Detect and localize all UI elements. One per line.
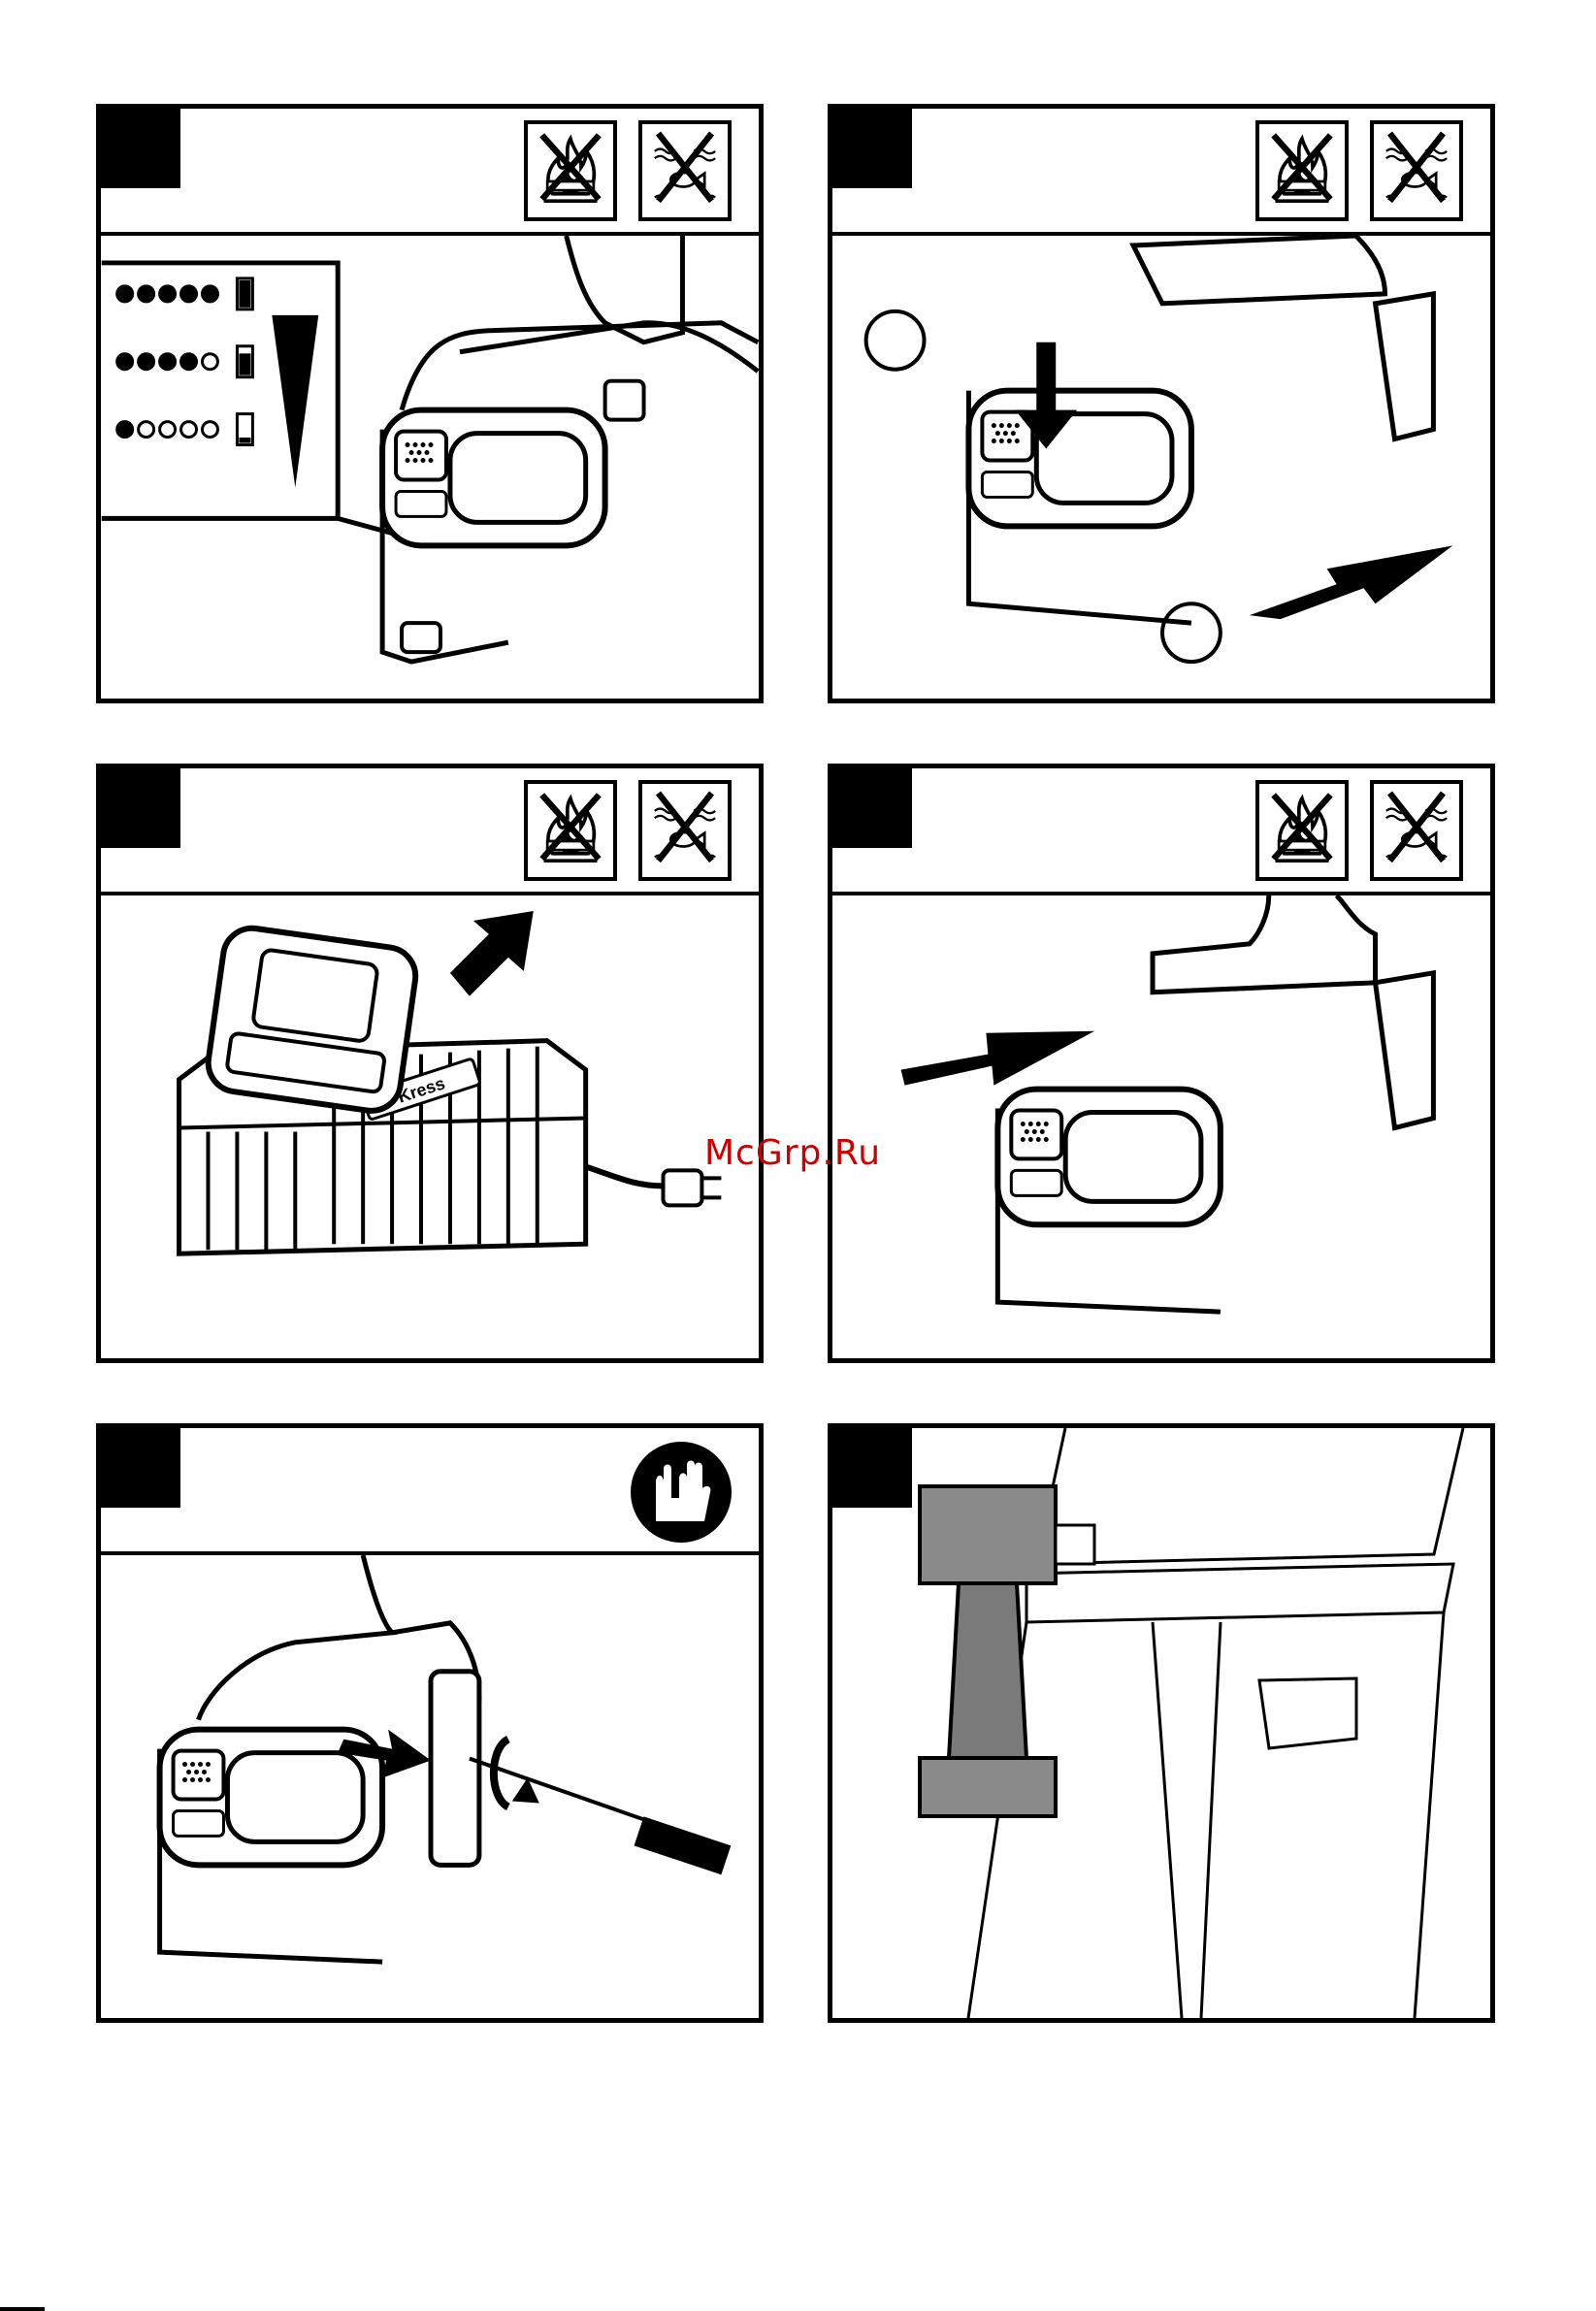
led-indicator	[139, 286, 154, 302]
led-indicator	[139, 354, 154, 370]
led-indicator	[181, 286, 197, 302]
step-number-tab	[101, 109, 180, 188]
no-fire-icon	[524, 780, 617, 881]
step-number-tab	[832, 768, 912, 848]
wear-gloves-icon	[629, 1440, 733, 1545]
led-indicator	[160, 422, 176, 438]
led-indicator	[117, 286, 133, 302]
led-indicator	[202, 354, 217, 370]
panel-header	[101, 109, 759, 236]
screwdriver-icon	[635, 1816, 732, 1874]
panel-charge-battery: Kress	[96, 764, 764, 1363]
belt-clip-illustration	[101, 1555, 759, 2018]
battery-gauge-fill	[239, 438, 250, 443]
drill-battery	[920, 1486, 1056, 1583]
led-level-rows	[117, 278, 253, 445]
battery-gauge-fill	[239, 353, 250, 374]
led-indicator	[181, 422, 197, 438]
no-fire-icon	[524, 120, 617, 221]
no-water-disposal-icon	[1370, 780, 1463, 881]
panel-insert-battery	[828, 764, 1495, 1363]
charger-illustration: Kress	[101, 895, 759, 1358]
led-indicator	[160, 354, 176, 370]
watermark: McGrp.Ru	[704, 1133, 881, 1173]
no-water-disposal-icon	[1370, 120, 1463, 221]
panel-header	[832, 768, 1490, 895]
slide-in-arrow-icon	[901, 1031, 1095, 1086]
charge-level-wedge	[272, 315, 318, 488]
insert-battery-illustration	[832, 895, 1490, 1358]
drill-head	[920, 1758, 1056, 1816]
plug-icon	[663, 1170, 701, 1205]
drill-handle	[949, 1583, 1026, 1758]
no-water-disposal-icon	[638, 120, 732, 221]
led-indicator	[117, 354, 133, 370]
led-indicator	[181, 354, 197, 370]
person-with-tool-illustration	[832, 1428, 1490, 2018]
panel-belt-clip-worn	[828, 1423, 1495, 2023]
warning-symbols	[524, 780, 732, 881]
panel-attach-belt-clip	[96, 1423, 764, 2023]
battery-level-illustration	[101, 236, 759, 699]
led-indicator	[160, 286, 176, 302]
panel-remove-battery	[828, 104, 1495, 703]
no-water-disposal-icon	[638, 780, 732, 881]
led-indicator	[202, 286, 217, 302]
panel-header	[101, 1428, 759, 1555]
no-fire-icon	[1255, 120, 1349, 221]
warning-symbols	[1255, 120, 1463, 221]
step-marker-1	[866, 311, 925, 370]
led-indicator	[117, 422, 133, 438]
step-number-tab	[101, 1428, 180, 1508]
step-number-tab	[832, 109, 912, 188]
warning-symbols	[1255, 780, 1463, 881]
led-indicator	[139, 422, 154, 438]
step-marker-2	[1162, 603, 1221, 662]
no-fire-icon	[1255, 780, 1349, 881]
insert-arrow-icon	[450, 911, 534, 996]
remove-battery-illustration	[832, 236, 1490, 699]
panel-battery-level	[96, 104, 764, 703]
panel-header	[101, 768, 759, 895]
step-number-tab	[101, 768, 180, 848]
warning-symbols	[524, 120, 732, 221]
battery-gauge-fill	[239, 280, 250, 308]
panel-header	[832, 109, 1490, 236]
slide-out-arrow-icon	[1250, 545, 1453, 619]
page-corner-mark	[0, 2307, 45, 2311]
led-indicator	[202, 422, 217, 438]
